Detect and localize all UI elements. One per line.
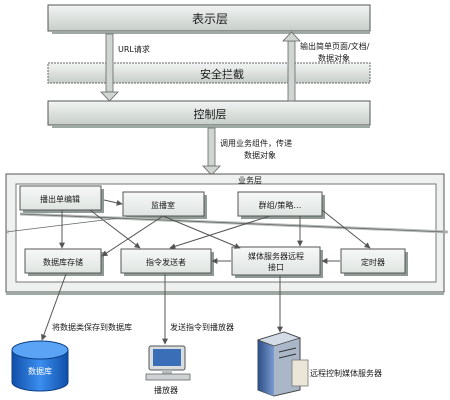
control-layer-label: 控制层 xyxy=(194,107,227,121)
database-label: 数据库 xyxy=(28,366,52,376)
security-layer-label: 安全拦截 xyxy=(200,67,244,81)
database-icon: 数据库 xyxy=(11,340,69,392)
send-to-player-label: 发送指令到播放器 xyxy=(170,322,234,332)
playlist-edit-label: 播出单编辑 xyxy=(40,194,80,204)
component-studio: 监播室 xyxy=(122,191,207,219)
component-db-storage: 数据库存储 xyxy=(24,248,104,276)
player-icon: 播放器 xyxy=(145,345,191,395)
component-group-policy: 群组/策略… xyxy=(237,191,325,219)
component-media-server-interface: 媒体服务器远程 接口 xyxy=(231,246,323,278)
save-to-db-label: 将数据类保存到数据库 xyxy=(52,322,132,332)
presentation-layer-label: 表示层 xyxy=(192,12,228,26)
component-arrows xyxy=(6,199,449,264)
output-label-line1: 输出简单页面/文档/ xyxy=(300,41,370,51)
invoke-label-line2: 数据对象 xyxy=(244,150,276,160)
url-request-label: URL请求 xyxy=(118,44,150,54)
component-playlist-edit: 播出单编辑 xyxy=(19,185,104,213)
media-server-label-line1: 媒体服务器远程 xyxy=(248,251,304,261)
cmd-sender-label: 指令发送者 xyxy=(146,257,186,267)
output-label-line2: 数据对象 xyxy=(318,53,350,63)
security-layer: 安全拦截 xyxy=(47,62,371,84)
output-arrow xyxy=(282,31,301,102)
resource-connections xyxy=(41,273,283,345)
component-cmd-sender: 指令发送者 xyxy=(120,248,214,276)
request-arrow xyxy=(100,33,119,102)
component-timer: 定时器 xyxy=(340,248,408,276)
invoke-label-line1: 调用业务组件，传递 xyxy=(220,138,292,148)
presentation-layer: 表示层 xyxy=(47,4,371,34)
media-server-label-line2: 接口 xyxy=(268,262,284,272)
remote-media-label: 远程控制媒体服务器 xyxy=(310,368,382,378)
server-icon: 远程控制媒体服务器 xyxy=(256,331,382,397)
db-storage-label: 数据库存储 xyxy=(43,257,83,267)
studio-label: 监播室 xyxy=(151,200,175,210)
business-layer-label: 业务层 xyxy=(238,175,262,185)
group-policy-label: 群组/策略… xyxy=(259,200,302,210)
control-layer: 控制层 xyxy=(47,100,371,128)
invoke-arrow xyxy=(202,127,221,176)
timer-label: 定时器 xyxy=(361,257,385,267)
player-label: 播放器 xyxy=(154,385,178,395)
